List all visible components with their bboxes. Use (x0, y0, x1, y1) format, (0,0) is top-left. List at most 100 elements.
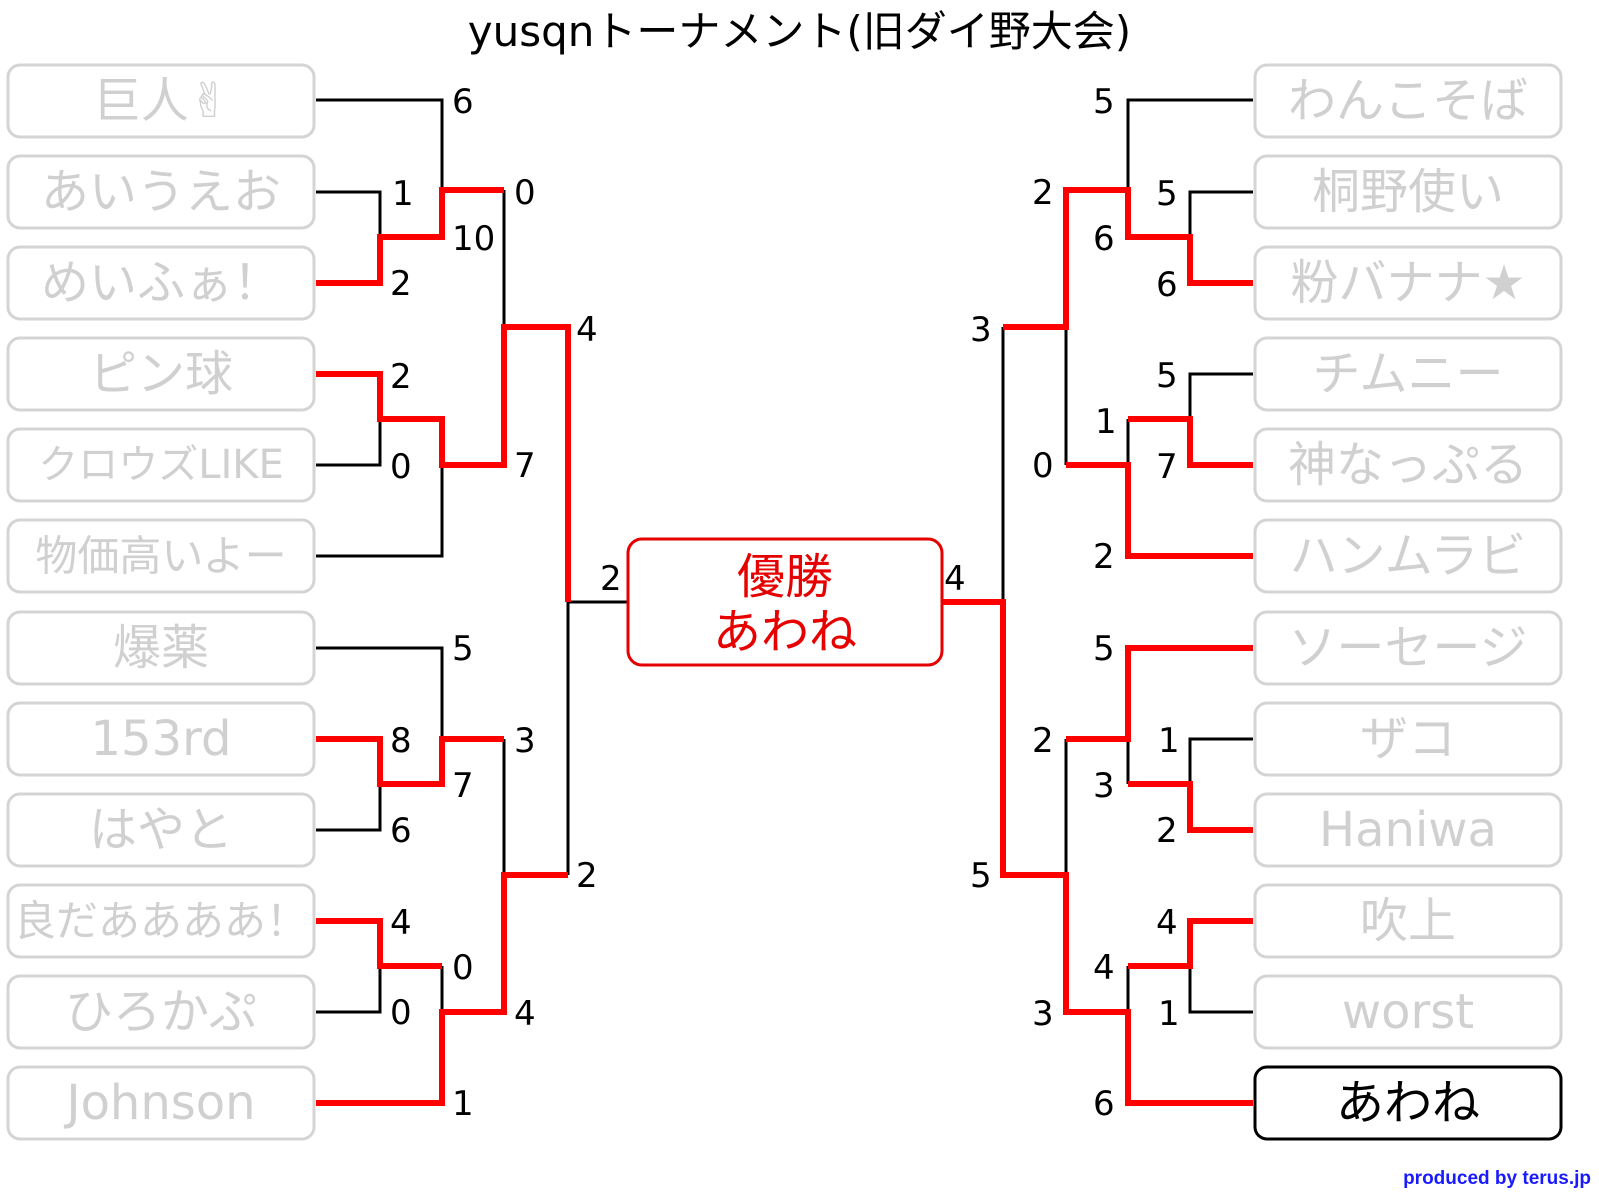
match-score: 6 (452, 82, 474, 122)
bracket-line (316, 918, 442, 969)
right-scores: 5 6 5 7 1 2 4 1 5 6 1 2 5 3 4 6 2 0 2 3 … (970, 82, 1180, 1124)
player-name: わんこそば (1288, 73, 1528, 129)
left-player-11[interactable]: ひろかぷ (6, 974, 316, 1050)
bracket-line (1128, 416, 1253, 468)
left-player-9[interactable]: はやと (6, 792, 316, 868)
match-score: 2 (1093, 537, 1115, 577)
champion-box: 優勝 あわね (626, 537, 944, 667)
player-name: ソーセージ (1288, 620, 1527, 676)
player-name: 153rd (91, 711, 232, 767)
bracket-line (1128, 918, 1253, 969)
player-name: 桐野使い (1312, 164, 1504, 220)
left-player-1[interactable]: 巨人✌ (6, 63, 316, 139)
tournament-title: yusqnトーナメント(旧ダイ野大会) (467, 7, 1132, 56)
match-score: 6 (1156, 265, 1178, 305)
player-name: あいうえお (41, 164, 281, 220)
player-box (6, 518, 316, 594)
player-name: 爆薬 (113, 620, 209, 676)
player-name: 粉バナナ★ (1290, 255, 1525, 311)
player-name: クロウズLIKE (38, 442, 284, 488)
player-name: 物価高いよー (35, 532, 286, 581)
right-player-6[interactable]: ハンムラビ (1253, 518, 1563, 594)
left-player-10[interactable]: 良だああああ！ (6, 883, 316, 959)
right-player-2[interactable]: 桐野使い (1253, 154, 1563, 230)
right-player-1[interactable]: わんこそば (1253, 63, 1563, 139)
player-box (6, 610, 316, 686)
player-box (1253, 154, 1563, 230)
match-score: 0 (452, 948, 474, 988)
bracket-line (316, 966, 382, 1014)
bracket-line (1128, 781, 1253, 833)
left-player-2[interactable]: あいうえお (6, 154, 316, 230)
match-score: 2 (1032, 173, 1054, 213)
match-score: 4 (1156, 903, 1178, 943)
match-score: 5 (1156, 356, 1178, 396)
player-box (6, 427, 316, 503)
right-player-9[interactable]: Haniwa (1253, 792, 1563, 868)
player-name: Haniwa (1319, 802, 1497, 858)
credit-link[interactable]: produced by terus.jp (1403, 1168, 1591, 1189)
player-box (1253, 245, 1563, 321)
bracket-line (316, 187, 504, 286)
player-box (6, 701, 316, 777)
match-score: 7 (514, 446, 536, 486)
left-player-8[interactable]: 153rd (6, 701, 316, 777)
player-box (626, 537, 944, 667)
bracket-line (316, 646, 444, 739)
match-score: 3 (1032, 994, 1054, 1034)
right-player-12-winner[interactable]: あわね (1253, 1065, 1563, 1141)
bracket-line (316, 465, 444, 558)
champion-label: 優勝 (737, 549, 833, 605)
match-score: 1 (392, 174, 414, 214)
player-name: チムニー (1312, 346, 1503, 402)
bracket-line (1066, 645, 1253, 742)
match-score: 2 (576, 856, 598, 896)
left-player-3[interactable]: めいふぁ！ (6, 245, 316, 321)
match-score: 2 (390, 264, 412, 304)
match-score: 7 (1156, 447, 1178, 487)
final-score-left: 2 (600, 559, 622, 599)
player-box (6, 792, 316, 868)
right-player-11[interactable]: worst (1253, 974, 1563, 1050)
player-name: あわね (1336, 1075, 1480, 1131)
bracket-line (1003, 187, 1253, 330)
player-box (1253, 336, 1563, 412)
right-player-4[interactable]: チムニー (1253, 336, 1563, 412)
player-box (1253, 63, 1563, 139)
bracket-line (1188, 372, 1253, 419)
champion-name: あわね (713, 604, 857, 660)
match-score: 0 (390, 993, 412, 1033)
player-box (6, 154, 316, 230)
player-box (6, 336, 316, 412)
player-box (6, 245, 316, 321)
right-player-3[interactable]: 粉バナナ★ (1253, 245, 1563, 321)
player-box (6, 974, 316, 1050)
right-player-7[interactable]: ソーセージ (1253, 610, 1563, 686)
left-player-6[interactable]: 物価高いよー (6, 518, 316, 594)
left-player-4[interactable]: ピン球 (6, 336, 316, 412)
right-bracket-lines (942, 98, 1253, 1106)
player-box (6, 883, 316, 959)
right-player-10[interactable]: 吹上 (1253, 883, 1563, 959)
left-player-7[interactable]: 爆薬 (6, 610, 316, 686)
match-score: 4 (390, 903, 412, 943)
bracket-line (316, 98, 444, 190)
bracket-line (1188, 190, 1253, 237)
match-score: 3 (514, 721, 536, 761)
bracket-line (566, 600, 628, 875)
right-player-8[interactable]: ザコ (1253, 701, 1563, 777)
player-name: 巨人✌ (93, 73, 229, 129)
left-player-5[interactable]: クロウズLIKE (6, 427, 316, 503)
player-name: ハンムラビ (1290, 528, 1527, 584)
bracket-line (316, 190, 382, 237)
bracket-line (316, 736, 504, 787)
match-score: 3 (970, 310, 992, 350)
match-score: 4 (1093, 948, 1115, 988)
right-player-5[interactable]: 神なっぷる (1253, 427, 1563, 503)
match-score: 2 (1032, 721, 1054, 761)
left-player-12[interactable]: Johnson (6, 1065, 316, 1141)
player-name: 吹上 (1360, 893, 1456, 949)
player-box (1253, 1065, 1563, 1141)
match-score: 0 (390, 447, 412, 487)
match-score: 3 (1093, 766, 1115, 806)
